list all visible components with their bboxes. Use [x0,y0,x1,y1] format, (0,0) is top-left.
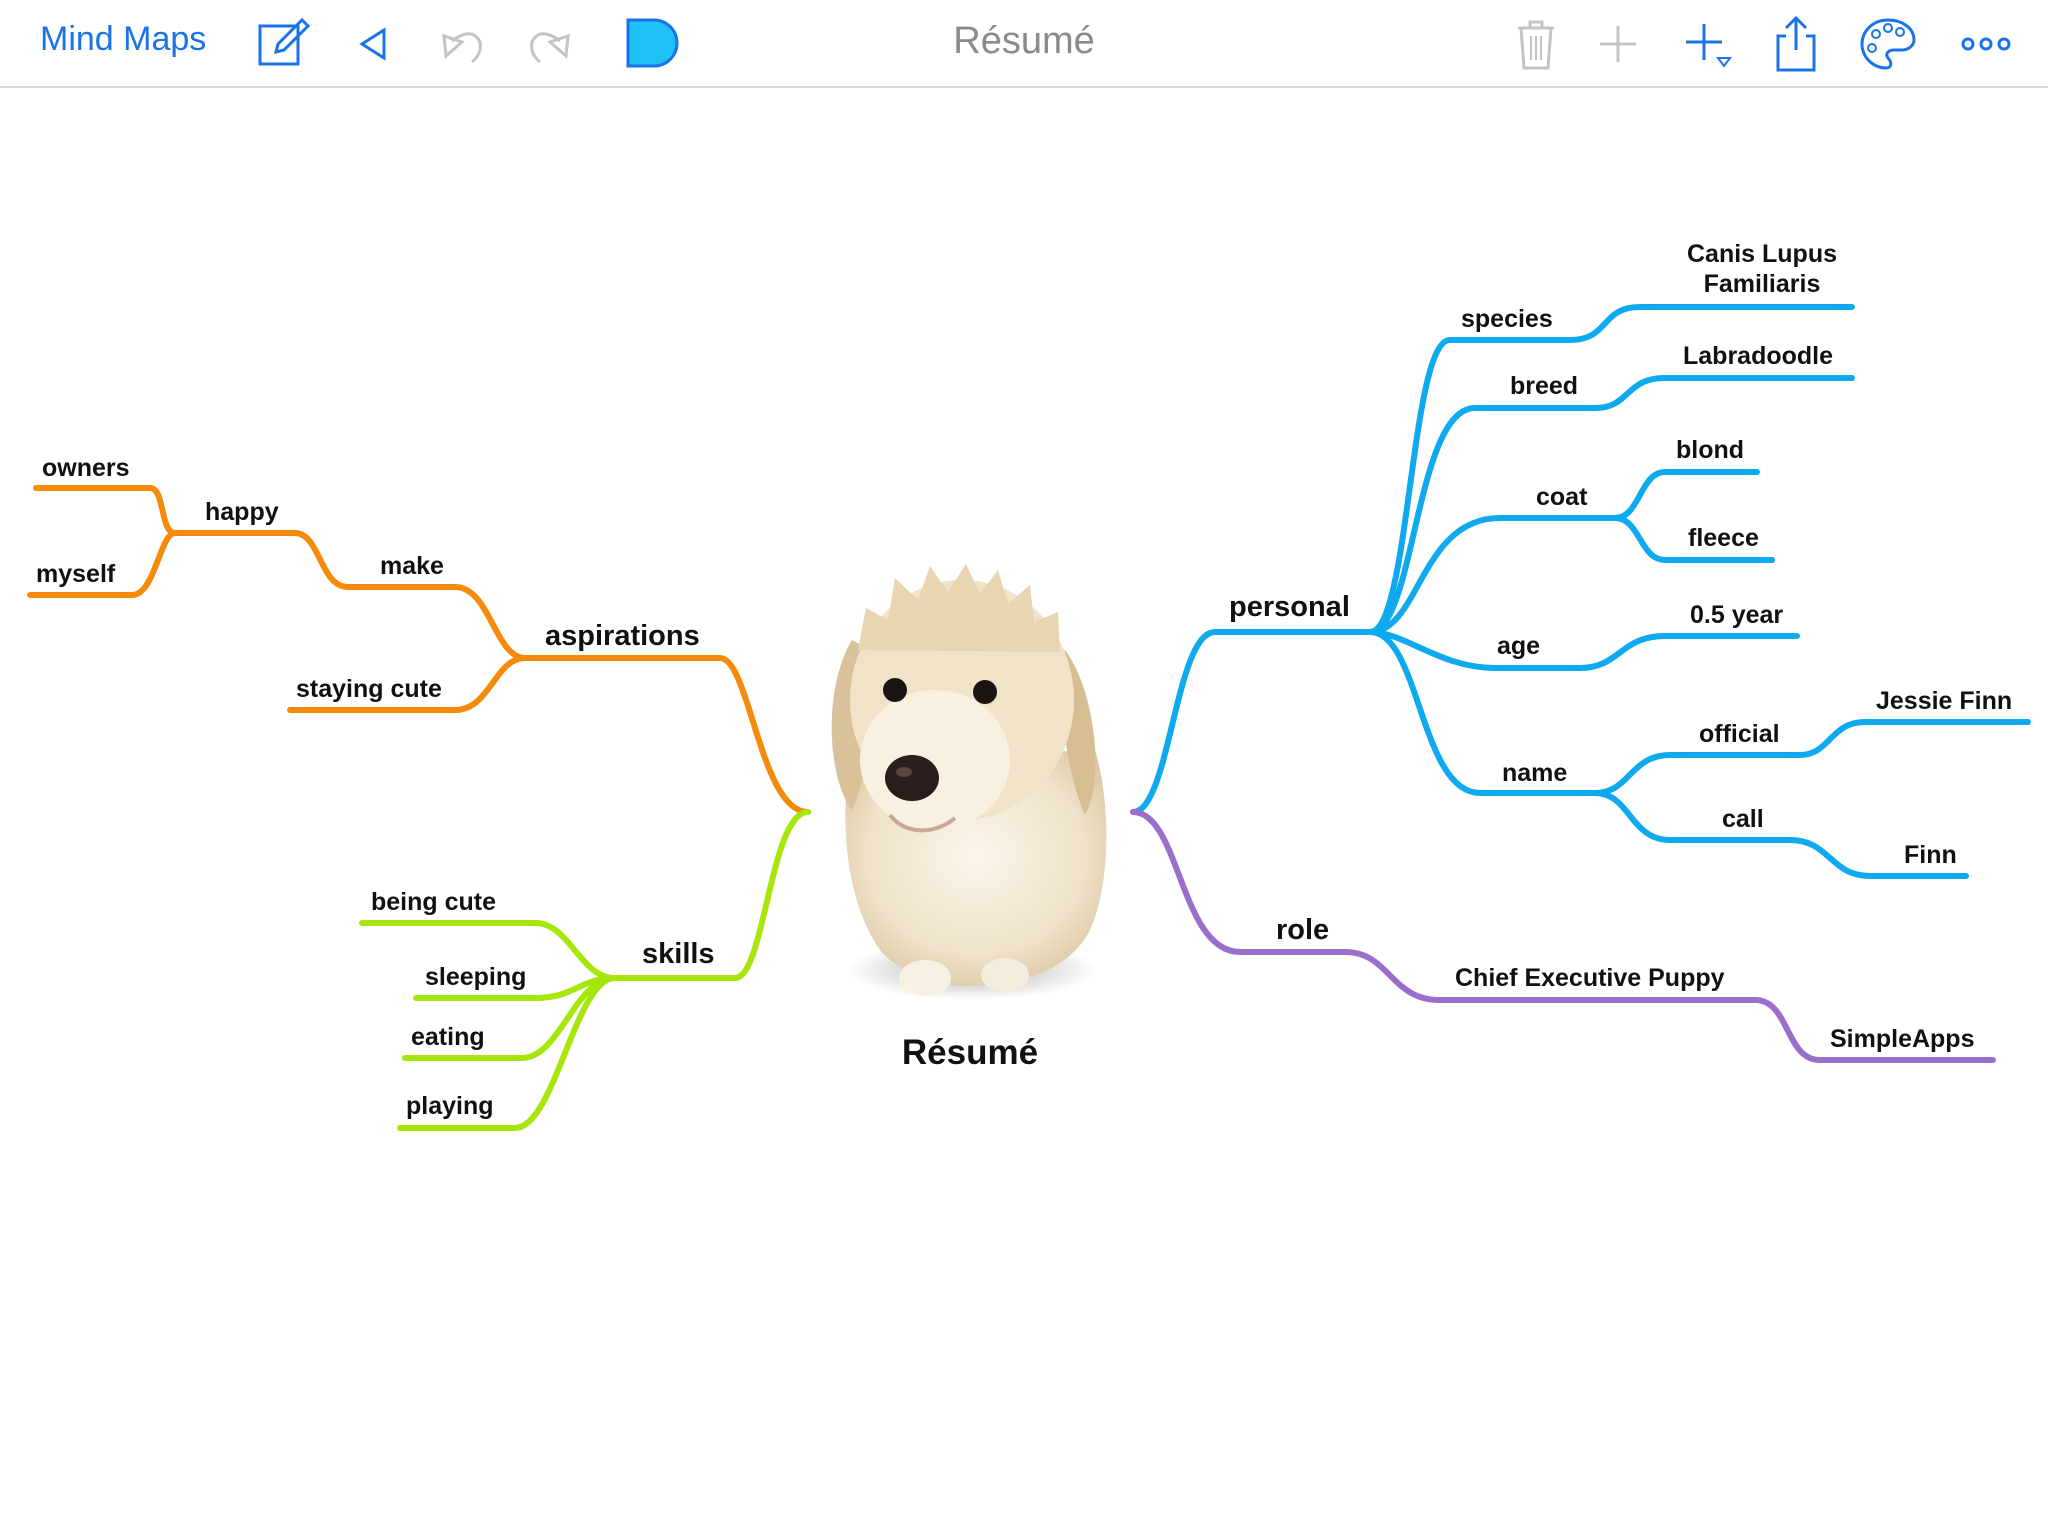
node-species[interactable]: species [1461,305,1553,333]
node-aspirations[interactable]: aspirations [545,620,700,652]
node-shape-icon[interactable] [620,14,680,74]
node-eating[interactable]: eating [411,1023,485,1051]
role-branch [1130,809,1996,1063]
node-playing[interactable]: playing [406,1092,494,1120]
mind-maps-back-button[interactable]: Mind Maps [40,20,207,58]
connector-role-title [1342,949,1758,1003]
node-role[interactable]: role [1276,914,1329,946]
connector-happy-myself [27,530,178,598]
connector-personal-name [1367,629,1598,796]
node-breed-value[interactable]: Labradoodle [1683,342,1833,370]
connector-happy-owners [33,485,178,536]
node-name[interactable]: name [1502,759,1567,787]
mind-map-canvas: aspirations make happy owners myself sta… [27,240,2031,1131]
connector-root-role [1130,809,1348,955]
connector-title-company [1752,997,1996,1063]
connector-species-value [1567,304,1855,343]
node-sleeping[interactable]: sleeping [425,963,526,991]
root-label: Résumé [902,1033,1038,1072]
connector-official-value [1797,719,2031,758]
root-node[interactable]: Résumé [831,564,1107,1072]
node-myself[interactable]: myself [36,560,116,588]
node-species-value-line2[interactable]: Familiaris [1704,270,1821,298]
node-species-value-line1[interactable]: Canis Lupus [1687,240,1837,268]
node-blond[interactable]: blond [1676,436,1744,464]
node-personal[interactable]: personal [1229,591,1350,623]
node-official-value[interactable]: Jessie Finn [1876,687,2012,715]
node-make[interactable]: make [380,552,444,580]
node-coat[interactable]: coat [1536,483,1588,511]
node-simpleapps[interactable]: SimpleApps [1830,1025,1974,1053]
skills-branch [359,809,811,1131]
connector-root-aspirations [522,655,811,815]
node-happy[interactable]: happy [205,498,279,526]
connector-root-skills [612,809,811,981]
connector-age-value [1577,633,1800,671]
node-age-value[interactable]: 0.5 year [1690,601,1783,629]
connector-root-personal [1130,629,1373,815]
connector-make-happy [172,530,351,590]
node-chief-executive-puppy[interactable]: Chief Executive Puppy [1455,964,1725,992]
redo-icon[interactable] [520,14,580,74]
node-owners[interactable]: owners [42,454,130,482]
connector-personal-breed [1367,405,1598,635]
node-call-value[interactable]: Finn [1904,841,1957,869]
node-fleece[interactable]: fleece [1688,524,1759,552]
palette-icon[interactable] [1858,14,1918,74]
add-child-icon[interactable] [1678,14,1738,74]
node-official[interactable]: official [1699,720,1780,748]
undo-icon[interactable] [432,14,492,74]
connector-aspirations-make [345,584,528,661]
share-icon[interactable] [1766,14,1826,74]
connector-coat-fleece [1612,515,1775,563]
edit-icon[interactable] [254,14,314,74]
dog-photo [831,564,1107,1000]
node-being-cute[interactable]: being cute [371,888,496,916]
toolbar: Mind Maps Résumé [0,0,2048,88]
personal-branch [1130,304,2031,879]
connector-skills-being-cute [359,920,618,981]
trash-icon[interactable] [1506,14,1566,74]
connector-aspirations-staying-cute [287,655,528,713]
connector-skills-playing [397,975,618,1131]
back-arrow-icon[interactable] [344,14,404,74]
connector-coat-blond [1612,469,1760,521]
connector-name-call [1592,790,1793,843]
connector-breed-value [1592,375,1855,411]
more-icon[interactable] [1956,14,2016,74]
connector-call-value [1787,837,1969,879]
aspirations-branch [27,485,811,815]
node-call[interactable]: call [1722,805,1764,833]
node-staying-cute[interactable]: staying cute [296,675,442,703]
connector-name-official [1592,752,1803,796]
connector-personal-species [1367,337,1573,635]
node-age[interactable]: age [1497,632,1540,660]
node-skills[interactable]: skills [642,938,715,970]
connector-personal-coat [1367,515,1618,635]
node-breed[interactable]: breed [1510,372,1578,400]
add-icon[interactable] [1588,14,1648,74]
